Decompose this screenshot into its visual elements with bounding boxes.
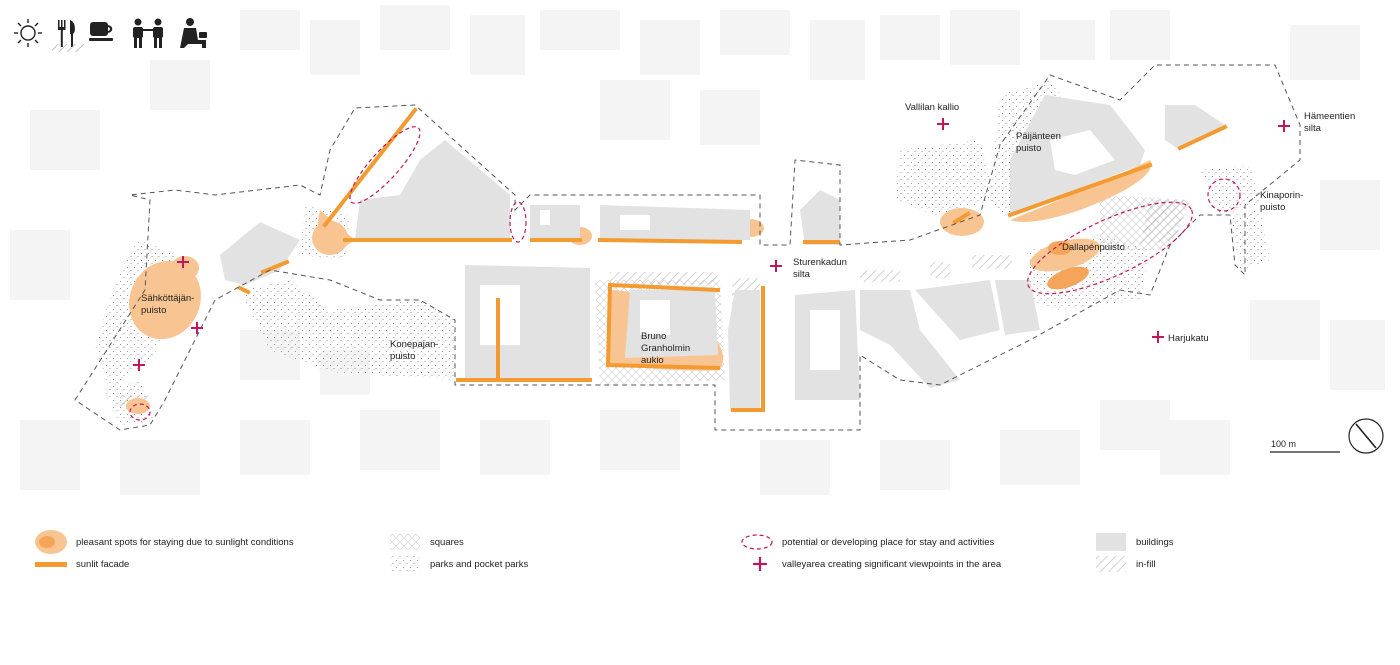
legend-label: buildings: [1136, 536, 1174, 548]
legend-item-potential-places: potential or developing place for stay a…: [740, 530, 994, 554]
potential-place-swatch: [740, 530, 774, 554]
sunlit-spot: [1030, 238, 1100, 272]
potential-place: [1026, 201, 1194, 295]
sunlit-spot: [940, 208, 984, 236]
legend-label: pleasant spots for staying due to sunlig…: [76, 536, 294, 548]
icon-underline: [52, 44, 84, 52]
potential-place: [509, 201, 527, 243]
sunlit-spot: [171, 256, 199, 280]
sunlit-facade-swatch: [34, 552, 68, 576]
sunlit-spot: [126, 398, 150, 414]
study-area-boundary: [74, 64, 1301, 431]
viewpoint-marker: [177, 256, 189, 268]
people-icon: [133, 18, 163, 48]
parks-swatch: [388, 552, 422, 576]
label-sahkottajan-puisto: Sähköttäjän-puisto: [141, 293, 194, 316]
background-city-blocks: [10, 5, 1385, 495]
place-labels: Sähköttäjän-puisto Konepajan-puisto Brun…: [141, 102, 1355, 366]
legend-label: sunlit facade: [76, 558, 130, 570]
sunlit-spot: [129, 260, 201, 340]
legend-item-infill: in-fill: [1094, 552, 1156, 576]
coffee-icon: [89, 22, 113, 41]
viewpoint-marker: [937, 118, 949, 130]
north-arrow-icon: [1348, 418, 1384, 454]
activity-icons: [14, 18, 207, 52]
person-seated-icon: [180, 18, 207, 48]
restaurant-icon: [58, 20, 75, 47]
potential-places: [129, 126, 1241, 421]
district-map: Sähköttäjän-puisto Konepajan-puisto Brun…: [10, 5, 1385, 495]
viewpoint-marker: [191, 322, 203, 334]
legend: pleasant spots for staying due to sunlig…: [0, 528, 1400, 665]
potential-place: [1207, 178, 1241, 212]
scale-bar-label: 100 m: [1271, 439, 1297, 449]
legend-item-viewpoints: valleyarea creating significant viewpoin…: [740, 552, 1001, 576]
sunlit-spot: [1010, 160, 1152, 222]
viewpoint-marker: [770, 260, 782, 272]
legend-label: parks and pocket parks: [430, 558, 529, 570]
viewpoint-markers: [133, 118, 1290, 371]
viewpoint-swatch: [740, 552, 774, 576]
viewpoint-marker: [1278, 120, 1290, 132]
legend-label: potential or developing place for stay a…: [782, 536, 995, 548]
squares-swatch: [388, 530, 422, 554]
viewpoint-marker: [1152, 331, 1164, 343]
sunlit-facades: [237, 107, 1228, 412]
buildings-swatch: [1094, 530, 1128, 554]
potential-place: [349, 126, 421, 204]
viewpoint-marker: [133, 359, 145, 371]
sunlit-spot-swatch: [34, 530, 68, 554]
legend-item-sunlit-spots: pleasant spots for staying due to sunlig…: [34, 530, 294, 554]
legend-label: valleyarea creating significant viewpoin…: [782, 558, 1002, 570]
infill-swatch: [1094, 552, 1128, 576]
sunlit-spot: [1048, 241, 1072, 255]
legend-item-sunlit-facade: sunlit facade: [34, 552, 129, 576]
label-vallilan-kallio: Vallilan kallio: [905, 102, 959, 113]
label-konepajan-puisto: Konepajan-puisto: [390, 339, 439, 362]
legend-label: in-fill: [1136, 558, 1156, 570]
legend-label: squares: [430, 536, 464, 548]
potential-place: [129, 403, 151, 421]
sunlit-spot: [1047, 266, 1089, 290]
label-harjukatu: Harjukatu: [1168, 333, 1209, 344]
legend-item-buildings: buildings: [1094, 530, 1174, 554]
legend-item-parks: parks and pocket parks: [388, 552, 528, 576]
sun-icon: [14, 19, 42, 47]
building-courtyards: [480, 130, 1115, 370]
label-dallapenpuisto: Dallapénpuisto: [1062, 242, 1125, 253]
legend-item-squares: squares: [388, 530, 464, 554]
label-kinaporin-puisto: Kinaporin-puisto: [1260, 190, 1303, 213]
